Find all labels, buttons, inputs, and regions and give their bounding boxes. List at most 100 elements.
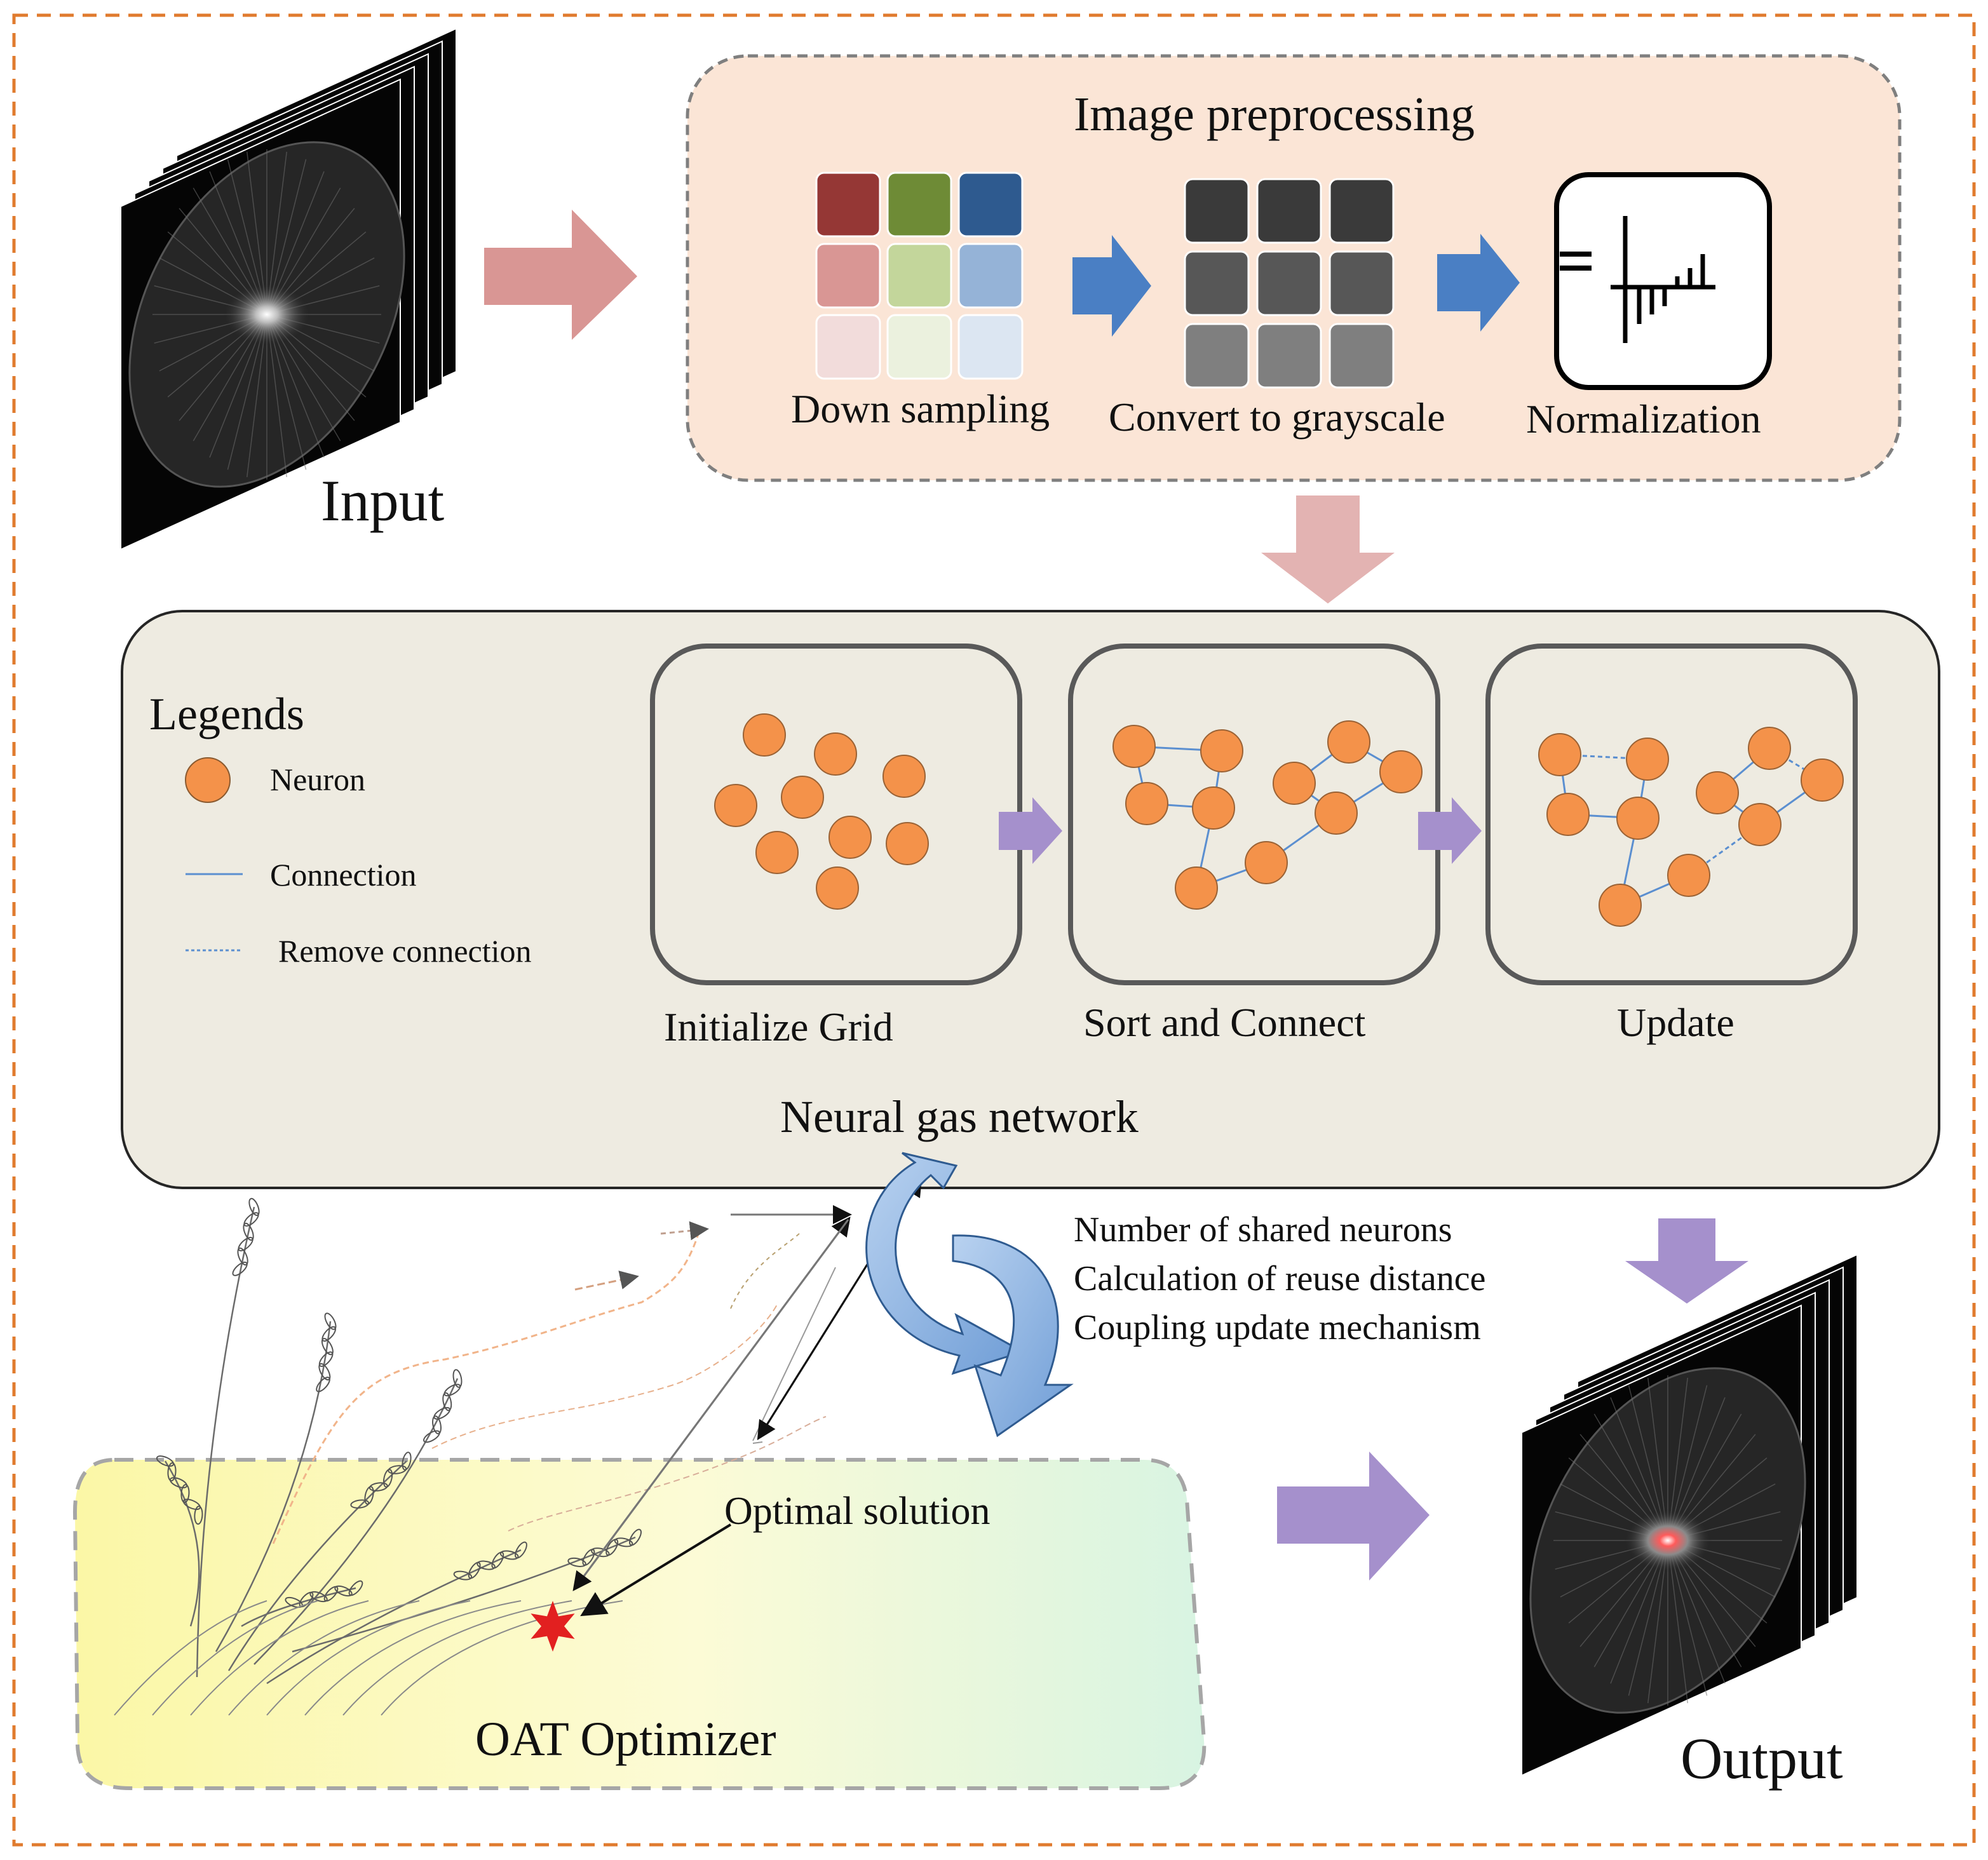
arrow-stage1-to-stage2 — [999, 797, 1062, 864]
coupling-line-3: Coupling update mechanism — [1074, 1308, 1481, 1347]
step-grayscale-label: Convert to grayscale — [1109, 394, 1445, 440]
stage-box-initialize — [650, 644, 1022, 985]
wheat-grain — [432, 1415, 442, 1434]
wheat-stalk — [215, 1321, 332, 1652]
grayscale-grid-icon — [1184, 178, 1395, 389]
wheat-grain — [423, 1430, 440, 1443]
neuron — [1112, 725, 1156, 768]
wheat-leaf — [342, 1600, 572, 1716]
grid-cell — [1184, 323, 1250, 389]
neuron — [1273, 762, 1316, 805]
stage-update-label: Update — [1617, 1000, 1734, 1045]
coupling-line-2: Calculation of reuse distance — [1074, 1259, 1486, 1298]
neuron — [882, 755, 926, 798]
wheat-grain — [348, 1580, 363, 1596]
grid-cell — [1184, 178, 1250, 244]
outer-frame — [12, 13, 1976, 1847]
neural-gas-panel — [121, 610, 1940, 1189]
neuron — [1546, 793, 1590, 836]
neuron — [828, 816, 872, 859]
wheat-grain — [567, 1557, 586, 1567]
wheat-illustration — [114, 1197, 642, 1716]
neural-gas-title: Neural gas network — [780, 1091, 1139, 1142]
wheat-grain — [402, 1452, 412, 1471]
neuron — [1616, 797, 1660, 840]
coupling-line-1: Number of shared neurons — [1074, 1210, 1452, 1250]
wheat-grain — [499, 1550, 519, 1560]
stage-box-update — [1485, 644, 1858, 985]
grid-cell — [815, 243, 881, 309]
grid-cell — [1329, 323, 1395, 389]
wheat-leaf — [114, 1600, 267, 1716]
wheat-leaf — [190, 1600, 369, 1716]
grid-cell — [886, 172, 952, 238]
wheat-grain — [182, 1499, 201, 1510]
wheat-leaf — [266, 1600, 471, 1716]
grid-cell — [1256, 178, 1322, 244]
neuron — [743, 713, 786, 757]
wheat-grain — [468, 1561, 481, 1579]
neuron — [886, 822, 929, 865]
neuron — [1245, 841, 1288, 884]
neuron — [1626, 738, 1669, 781]
step-down-sampling-label: Down sampling — [791, 386, 1050, 431]
wheat-grain — [180, 1484, 190, 1504]
grid-cell — [1184, 250, 1250, 316]
arrow-input-to-preprocessing — [484, 210, 637, 340]
neuron — [1696, 771, 1739, 814]
grid-cell — [957, 314, 1024, 380]
output-label: Output — [1680, 1726, 1843, 1791]
wheat-grain — [169, 1477, 188, 1488]
legend-title: Legends — [149, 689, 304, 739]
grid-cell — [886, 243, 952, 309]
legend-neuron-label: Neuron — [270, 762, 365, 797]
coupling-arrow-down — [952, 1234, 1074, 1438]
wheat-grain — [364, 1486, 374, 1505]
wheat-grain — [243, 1222, 254, 1241]
optimal-solution-star — [531, 1601, 575, 1652]
scan-highlight — [1623, 1509, 1712, 1572]
arrow-down-to-gray — [1072, 235, 1151, 337]
wheat-stalk — [266, 1549, 522, 1685]
neuron-graphs — [714, 713, 1844, 927]
wheat-grain — [477, 1560, 496, 1570]
wheat-stalk — [227, 1460, 407, 1671]
grid-cell — [957, 243, 1024, 309]
legend-remove-connection-label: Remove connection — [278, 933, 532, 969]
step-normalization-label: Normalization — [1526, 396, 1761, 441]
grid-cell — [1256, 323, 1322, 389]
wheat-grain — [629, 1528, 642, 1546]
wheat-leaf — [381, 1600, 623, 1716]
wheat-grain — [614, 1537, 633, 1547]
coupling-arrow-up — [865, 1152, 1025, 1375]
wheat-grain — [237, 1247, 248, 1266]
neuron — [1175, 866, 1218, 910]
wheat-grain — [243, 1212, 259, 1227]
neuron — [814, 732, 857, 776]
optimizer-panel — [72, 1458, 1207, 1790]
input-label: Input — [321, 468, 445, 533]
arrow-optimizer-to-output — [1277, 1452, 1430, 1580]
wheat-grain — [491, 1551, 504, 1569]
wheat-grain — [388, 1465, 407, 1474]
neuron — [1538, 733, 1581, 776]
legend-connection-label: Connection — [270, 857, 417, 893]
wheat-grain — [323, 1586, 339, 1602]
wheat-grain — [248, 1197, 260, 1216]
neuron — [1738, 803, 1782, 846]
neuron — [1327, 720, 1370, 764]
grid-cell — [815, 314, 881, 380]
optimal-solution-label: Optimal solution — [724, 1490, 991, 1533]
wheat-leaf — [228, 1600, 420, 1716]
stage-sort-connect-label: Sort and Connect — [1083, 1000, 1366, 1045]
neuron — [1125, 782, 1168, 825]
wheat-grain — [443, 1384, 461, 1397]
wheat-grain — [452, 1369, 463, 1388]
wheat-grain — [318, 1363, 331, 1381]
wheat-grain — [453, 1570, 473, 1580]
wheat-stalk — [164, 1460, 200, 1627]
neuron — [1599, 884, 1642, 927]
neuron — [1748, 727, 1791, 770]
legend-neuron-symbol — [185, 757, 231, 803]
